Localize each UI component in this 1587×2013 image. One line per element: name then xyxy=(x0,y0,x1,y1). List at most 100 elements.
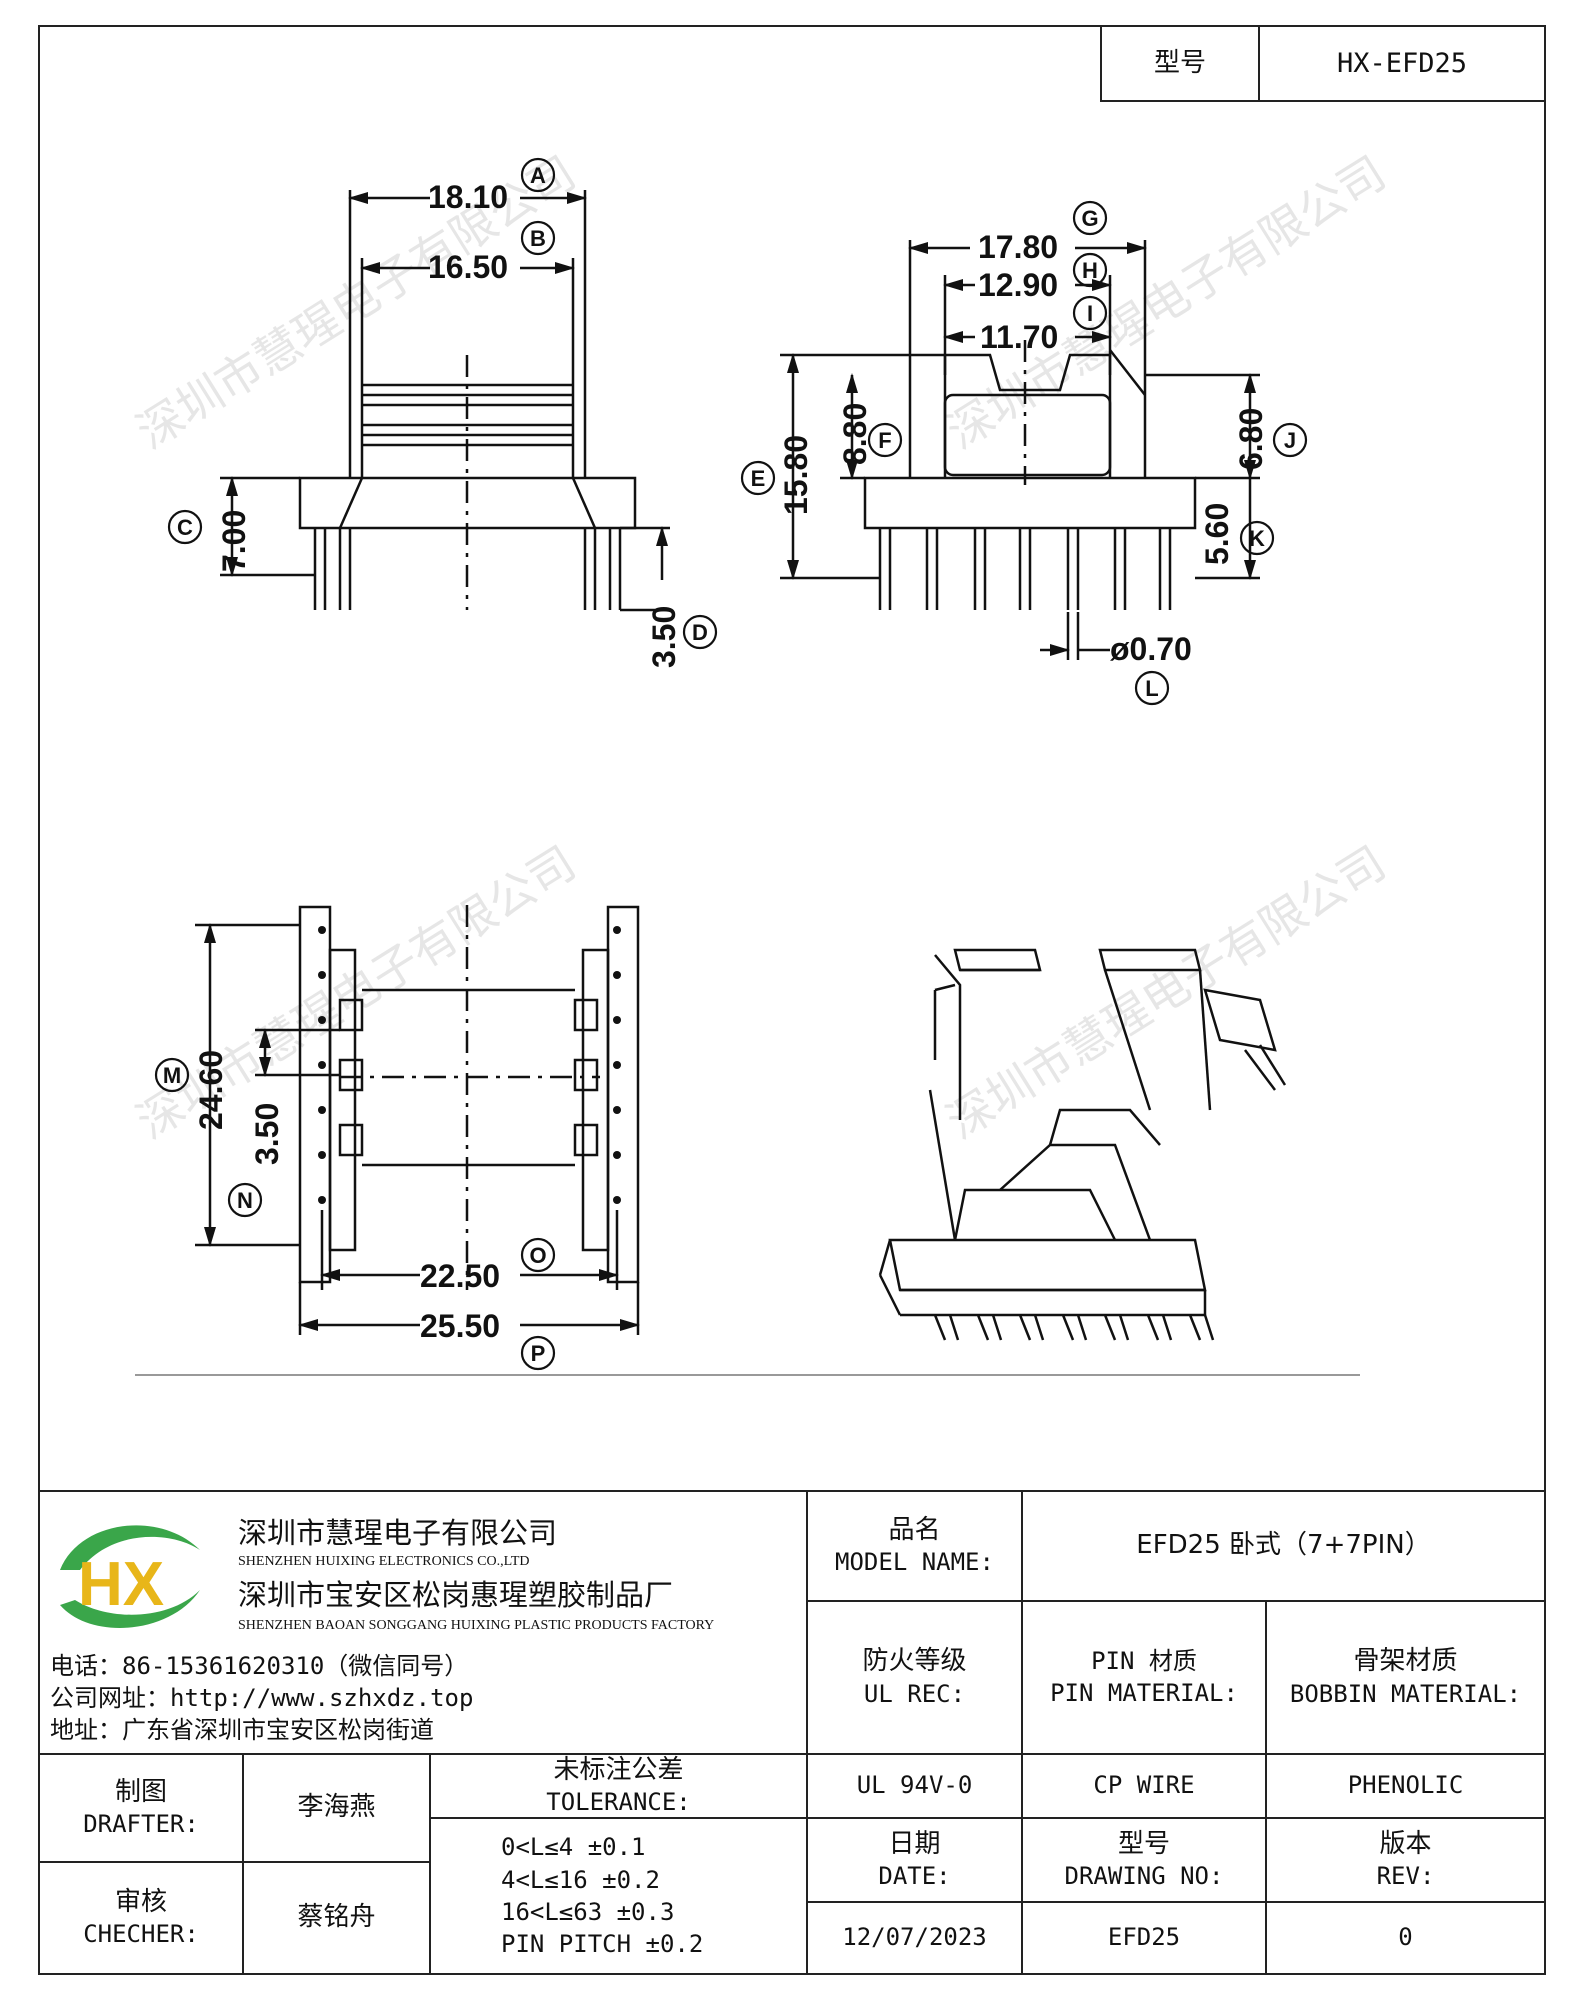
tolerance-label-cn: 未标注公差 xyxy=(553,1754,684,1785)
marker-D: D xyxy=(692,620,708,645)
drafter-value-cell: 李海燕 xyxy=(242,1753,431,1863)
tolerance-line: 4<L≤16 ±0.2 xyxy=(501,1865,660,1894)
model-name-label-cell: 品名 MODEL NAME: xyxy=(806,1490,1023,1602)
side-view xyxy=(780,240,1260,660)
tolerance-label-cell: 未标注公差 TOLERANCE: xyxy=(429,1753,808,1819)
company-name-cn: 深圳市慧瑆电子有限公司 xyxy=(238,1516,558,1550)
header-model-value: HX-EFD25 xyxy=(1336,47,1468,79)
marker-J: J xyxy=(1284,428,1296,453)
marker-O: O xyxy=(529,1243,546,1268)
fire-rating-value: UL 94V-0 xyxy=(856,1771,973,1800)
dimension-markers xyxy=(154,157,1308,1371)
front-view xyxy=(220,190,670,612)
rev-value: 0 xyxy=(1398,1923,1413,1952)
dim-D-value: 3.50 xyxy=(646,606,682,668)
dim-P-value: 25.50 xyxy=(420,1308,500,1344)
header-model-value-cell: HX-EFD25 xyxy=(1258,25,1546,102)
drawing-no-label-cn: 型号 xyxy=(1117,1828,1170,1859)
tolerance-values-cell: 0<L≤4 ±0.1 4<L≤16 ±0.2 16<L≤63 ±0.3 PIN … xyxy=(429,1817,808,1975)
factory-name-cn: 深圳市宝安区松岗惠瑆塑胶制品厂 xyxy=(238,1578,674,1612)
header-model-label: 型号 xyxy=(1153,47,1206,78)
technical-drawing: 深圳市慧瑆电子有限公司 深圳市慧瑆电子有限公司 深圳市慧瑆电子有限公司 深圳市慧… xyxy=(127,145,1395,1376)
model-name-label-cn: 品名 xyxy=(888,1514,941,1545)
company-address: 地址：广东省深圳市宝安区松岗街道 xyxy=(50,1716,434,1744)
marker-G: G xyxy=(1081,206,1098,231)
marker-E: E xyxy=(751,466,766,491)
date-label-cn: 日期 xyxy=(888,1828,941,1859)
company-name-en: SHENZHEN HUIXING ELECTRONICS CO.,LTD xyxy=(238,1554,530,1569)
bobbin-material-value: PHENOLIC xyxy=(1347,1771,1464,1800)
pin-material-value: CP WIRE xyxy=(1093,1771,1195,1800)
dim-C-value: 7.00 xyxy=(216,510,252,572)
date-label-cell: 日期 DATE: xyxy=(806,1817,1023,1903)
marker-H: H xyxy=(1082,258,1098,283)
rev-label-cn: 版本 xyxy=(1379,1828,1432,1859)
dim-G-value: 17.80 xyxy=(978,229,1058,265)
fire-rating-value-cell: UL 94V-0 xyxy=(806,1753,1023,1819)
fire-rating-label-en: UL REC: xyxy=(863,1679,966,1708)
tolerance-line: 16<L≤63 ±0.3 xyxy=(501,1898,675,1926)
bobbin-material-value-cell: PHENOLIC xyxy=(1265,1753,1546,1819)
drawing-no-label-en: DRAWING NO: xyxy=(1064,1862,1224,1891)
rev-label-en: REV: xyxy=(1376,1862,1435,1891)
date-value-cell: 12/07/2023 xyxy=(806,1901,1023,1975)
checker-label-en: CHECHER: xyxy=(83,1920,199,1949)
marker-P: P xyxy=(531,1341,546,1366)
drafter-label-en: DRAFTER: xyxy=(83,1810,199,1839)
dim-K-value: 5.60 xyxy=(1199,503,1235,565)
dim-B-value: 16.50 xyxy=(428,249,508,285)
model-name-value-cell: EFD25 卧式（7+7PIN） xyxy=(1021,1490,1546,1602)
pin-material-label-en: PIN MATERIAL: xyxy=(1050,1678,1238,1707)
marker-I: I xyxy=(1087,301,1093,326)
marker-N: N xyxy=(237,1188,253,1213)
marker-F: F xyxy=(878,428,891,453)
bobbin-material-label-cn: 骨架材质 xyxy=(1353,1646,1458,1676)
rev-label-cell: 版本 REV: xyxy=(1265,1817,1546,1903)
checker-label-cell: 审核 CHECHER: xyxy=(38,1861,244,1975)
watermark-text: 深圳市慧瑆电子有限公司 xyxy=(937,835,1395,1149)
drawing-no-value: EFD25 xyxy=(1107,1923,1181,1952)
dim-O-value: 22.50 xyxy=(420,1258,500,1294)
fire-rating-label-cn: 防火等级 xyxy=(862,1646,967,1676)
tolerance-line: PIN PITCH ±0.2 xyxy=(501,1930,704,1959)
date-label-en: DATE: xyxy=(878,1862,951,1891)
marker-K: K xyxy=(1249,526,1265,551)
rev-value-cell: 0 xyxy=(1265,1901,1546,1975)
company-website: 公司网址：http://www.szhxdz.top xyxy=(50,1684,474,1712)
company-phone: 电话：86-15361620310（微信同号） xyxy=(50,1652,469,1680)
drafter-value: 李海燕 xyxy=(297,1792,376,1823)
marker-C: C xyxy=(177,515,193,540)
watermark-group: 深圳市慧瑆电子有限公司 深圳市慧瑆电子有限公司 深圳市慧瑆电子有限公司 深圳市慧… xyxy=(127,145,1395,1149)
marker-M: M xyxy=(163,1063,181,1088)
isometric-view xyxy=(878,948,1287,1341)
dim-I-value: 11.70 xyxy=(980,319,1058,355)
logo-text: HX xyxy=(78,1550,164,1619)
pin-material-label-cell: PIN 材质 PIN MATERIAL: xyxy=(1021,1600,1267,1755)
company-logo: HX xyxy=(60,1525,200,1628)
dim-A-value: 18.10 xyxy=(428,179,508,215)
marker-B: B xyxy=(530,226,546,251)
watermark-text: 深圳市慧瑆电子有限公司 xyxy=(127,145,585,459)
dim-M-value: 24.60 xyxy=(193,1050,229,1130)
tolerance-line: 0<L≤4 ±0.1 xyxy=(501,1833,646,1862)
pin-material-value-cell: CP WIRE xyxy=(1021,1753,1267,1819)
drafter-label-cell: 制图 DRAFTER: xyxy=(38,1753,244,1863)
bobbin-material-label-cell: 骨架材质 BOBBIN MATERIAL: xyxy=(1265,1600,1546,1755)
company-panel: HX 深圳市慧瑆电子有限公司 SHENZHEN HUIXING ELECTRON… xyxy=(38,1490,808,1755)
fire-rating-label-cell: 防火等级 UL REC: xyxy=(806,1600,1023,1755)
top-view xyxy=(195,905,640,1335)
dim-N-value: 3.50 xyxy=(249,1103,285,1165)
dim-L-value: ø0.70 xyxy=(1110,631,1192,667)
dim-J-value: 6.80 xyxy=(1233,408,1269,470)
bobbin-material-label-en: BOBBIN MATERIAL: xyxy=(1289,1679,1522,1708)
dim-F-value: 8.80 xyxy=(837,403,873,465)
drawing-no-value-cell: EFD25 xyxy=(1021,1901,1267,1975)
drafter-label-cn: 制图 xyxy=(114,1776,167,1807)
marker-A: A xyxy=(530,163,546,188)
factory-name-en: SHENZHEN BAOAN SONGGANG HUIXING PLASTIC … xyxy=(238,1618,715,1633)
checker-label-cn: 审核 xyxy=(114,1886,167,1917)
model-name-value: EFD25 卧式（7+7PIN） xyxy=(1136,1530,1431,1561)
drawing-no-label-cell: 型号 DRAWING NO: xyxy=(1021,1817,1267,1903)
model-name-label-en: MODEL NAME: xyxy=(835,1548,994,1577)
dim-E-value: 15.80 xyxy=(778,435,814,515)
